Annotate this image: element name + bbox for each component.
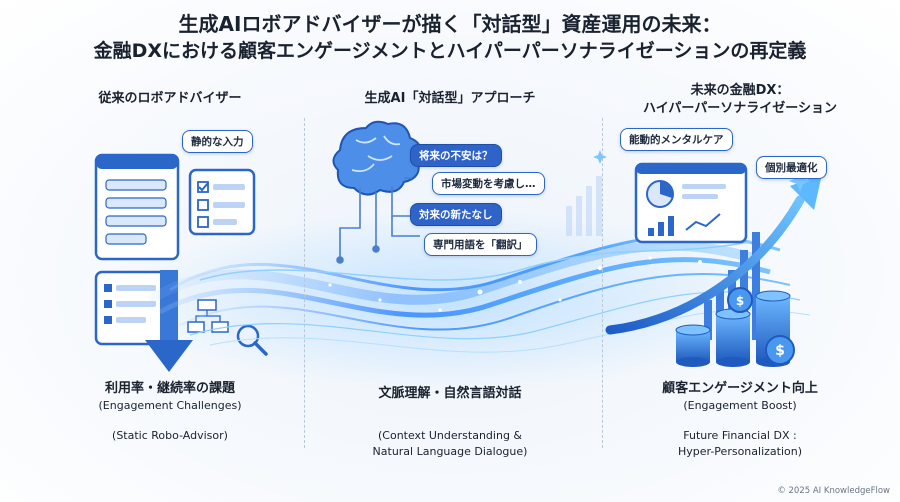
center-bubble-2: 市場変動を考慮し…: [432, 172, 545, 195]
page-title-line-2: 金融DXにおける顧客エンゲージメントとハイパーパーソナライゼーションの再定義: [93, 40, 807, 62]
center-caption-en-2: Natural Language Dialogue): [372, 445, 528, 458]
svg-text:$: $: [736, 294, 744, 308]
left-column-heading: 従来のロボアドバイザー: [98, 91, 242, 106]
left-caption-jp: 利用率・継続率の課題: [104, 381, 235, 396]
right-bubble-personalization: 個別最適化: [756, 156, 827, 179]
right-caption-jp: 顧客エンゲージメント向上: [662, 381, 818, 396]
sparkle-icons: [593, 150, 811, 192]
right-caption-sub-2: Hyper-Personalization): [677, 445, 802, 458]
checklist-icon: [188, 168, 256, 236]
center-bubble-4: 専門用語を「翻訳」: [424, 233, 537, 256]
svg-text:$: $: [775, 343, 785, 359]
coin-stack-icon: $ $: [675, 287, 795, 367]
right-column-heading-1: 未来の金融DX：: [690, 83, 790, 98]
page-title-line-1: 生成AIロボアドバイザーが描く「対話型」資産運用の未来：: [178, 12, 722, 36]
left-bubble-static-input: 静的な入力: [182, 130, 253, 153]
dashboard-icon: [634, 162, 748, 244]
right-column-heading-2: ハイパーパーソナライゼーション: [642, 101, 838, 116]
column-divider-right: [602, 118, 603, 448]
right-caption-sub-1: Future Financial DX :: [683, 429, 797, 442]
right-bubble-mental-care: 能動的メンタルケア: [620, 128, 733, 151]
circuit-lines: [336, 159, 420, 264]
copyright-text: © 2025 AI KnowledgeFlow: [777, 486, 890, 496]
flow-sparkles: [328, 256, 702, 312]
left-caption-en: (Engagement Challenges): [98, 399, 242, 412]
flowchart-icon: [187, 299, 229, 333]
center-caption-jp: 文脈理解・自然言語対話: [378, 386, 522, 401]
left-caption-sub: (Static Robo-Advisor): [112, 429, 228, 442]
center-bubble-3: 対来の新たなし: [410, 203, 502, 226]
center-bubble-1: 将来の不安は？: [410, 144, 502, 167]
background-bar-chart: [566, 176, 602, 236]
magnifier-icon: [236, 324, 268, 356]
brain-icon: [332, 120, 422, 196]
center-column-heading: 生成AI「対話型」アプローチ: [364, 91, 536, 106]
column-divider-left: [304, 118, 305, 448]
form-window-icon: [94, 153, 180, 261]
list-window-icon: [94, 270, 168, 346]
center-caption-en-1: (Context Understanding &: [378, 429, 522, 442]
right-caption-en: (Engagement Boost): [683, 399, 797, 412]
